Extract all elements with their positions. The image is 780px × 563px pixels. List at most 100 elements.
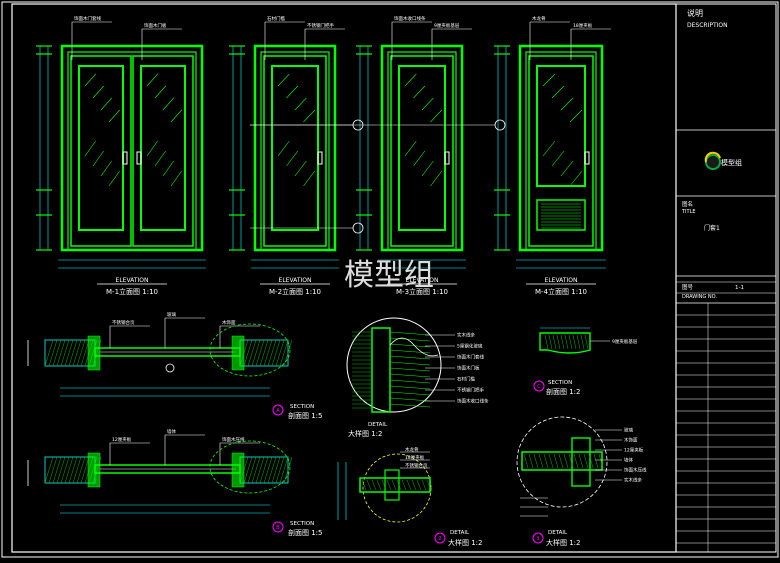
wall-hatch bbox=[60, 456, 70, 484]
glass-hatch bbox=[303, 170, 316, 187]
glass-hatch bbox=[277, 73, 290, 87]
detail-hatch bbox=[371, 479, 377, 491]
glass-panel bbox=[398, 65, 446, 231]
detail-hatch bbox=[523, 453, 529, 469]
annotation-label: 石材门槛 bbox=[267, 15, 285, 22]
wall-hatch bbox=[251, 456, 261, 484]
annotation-label: 12厘夹板 bbox=[624, 447, 644, 454]
glass-hatch bbox=[303, 109, 316, 123]
glass-hatch bbox=[404, 140, 417, 157]
wall-hatch bbox=[271, 456, 281, 484]
annotation-leader bbox=[219, 325, 260, 348]
annotation-label: 木饰面 bbox=[222, 319, 236, 326]
detail-caption: 大样图 1:2 bbox=[348, 429, 383, 438]
glass-panel bbox=[536, 65, 586, 187]
annotation-leader bbox=[391, 21, 432, 60]
detail-marker bbox=[434, 532, 446, 544]
wall-hatch bbox=[56, 339, 66, 367]
door-casing-outer bbox=[518, 44, 604, 252]
profile-hatch bbox=[572, 334, 577, 350]
wall-hatch bbox=[279, 339, 289, 367]
wall-hatch bbox=[271, 339, 281, 367]
detail-hatch bbox=[583, 453, 589, 469]
section-caption: 剖面图 1:2 bbox=[546, 387, 581, 396]
wall-hatch bbox=[275, 456, 285, 484]
section-tag: SECTION bbox=[290, 404, 314, 410]
wall-hatch bbox=[76, 456, 86, 484]
wall-hatch bbox=[263, 456, 273, 484]
detail-hatch bbox=[389, 367, 431, 372]
detail-hatch bbox=[389, 373, 431, 378]
detail-tag: DETAIL bbox=[548, 530, 568, 536]
section-marker bbox=[272, 521, 284, 533]
detail-hatch bbox=[573, 453, 579, 469]
wall-hatch bbox=[275, 339, 285, 367]
glass-hatch bbox=[170, 109, 182, 123]
glass-hatch bbox=[421, 160, 434, 177]
detail-frame bbox=[571, 437, 591, 487]
detail-hatch bbox=[411, 479, 417, 491]
annotation-label: 饰面木压线 bbox=[222, 436, 245, 443]
section-letter: B bbox=[276, 525, 280, 531]
detail-hatch bbox=[386, 479, 392, 491]
wall-hatch bbox=[247, 339, 257, 367]
section-caption: 剖面图 1:5 bbox=[288, 528, 323, 537]
annotation-label: 墙体 bbox=[624, 457, 633, 464]
glass-hatch bbox=[162, 97, 174, 111]
glass-hatch bbox=[146, 140, 158, 157]
detail-hatch bbox=[376, 479, 382, 491]
drawing-no-label: 图号 bbox=[682, 283, 694, 291]
glass-hatch bbox=[92, 85, 104, 99]
detail-hatch bbox=[389, 349, 431, 354]
detail-hatch bbox=[389, 391, 431, 396]
section-tag: SECTION bbox=[548, 380, 572, 386]
detail-hatch bbox=[391, 479, 397, 491]
door-leaf bbox=[528, 55, 594, 247]
annotation-label: 实木线条 bbox=[457, 332, 475, 339]
annotation-label: 木饰面 bbox=[624, 437, 638, 444]
annotation-label: 玻璃 bbox=[624, 427, 633, 434]
detail-marker bbox=[532, 532, 544, 544]
detail-hatch bbox=[389, 403, 431, 408]
profile-hatch bbox=[576, 334, 581, 350]
door-frame-left bbox=[87, 335, 101, 371]
annotation-label: 玻璃 bbox=[167, 311, 176, 318]
wall-hatch bbox=[255, 339, 265, 367]
annotation-leader bbox=[164, 434, 205, 465]
detail-hatch bbox=[598, 453, 604, 469]
detail-letter: 3 bbox=[536, 536, 539, 542]
detail-circle bbox=[346, 317, 442, 413]
watermark: 模型组 bbox=[344, 258, 434, 293]
wall-hatch bbox=[267, 339, 277, 367]
elevation-caption: M-1立面图 1:10 bbox=[106, 287, 158, 296]
detail-hatch bbox=[406, 479, 412, 491]
door-handle bbox=[444, 151, 450, 165]
detail-hatch bbox=[578, 453, 584, 469]
wall-hatch bbox=[247, 456, 257, 484]
wall-hatch bbox=[263, 339, 273, 367]
section-marker bbox=[272, 404, 284, 416]
wall-hatch bbox=[76, 339, 86, 367]
glass-hatch bbox=[404, 73, 417, 87]
wall-hatch bbox=[64, 456, 74, 484]
annotation-label: 9厘夹板基层 bbox=[434, 22, 460, 29]
detail-hatch bbox=[401, 479, 407, 491]
elevation-tag: ELEVATION bbox=[406, 277, 439, 284]
annotation-label: 饰面木门套线 bbox=[457, 354, 484, 361]
glass-hatch bbox=[84, 73, 96, 87]
glass-hatch bbox=[146, 73, 158, 87]
glass-hatch bbox=[294, 97, 307, 111]
annotation-label: 不锈钢门把手 bbox=[457, 387, 484, 394]
wall-hatch bbox=[60, 339, 70, 367]
annotation-leader bbox=[304, 28, 345, 60]
wall-hatch bbox=[259, 456, 269, 484]
wall-hatch bbox=[255, 456, 265, 484]
wall-hatch bbox=[56, 456, 66, 484]
detail-hatch bbox=[588, 453, 594, 469]
drawing-no-label-en: DRAWING NO. bbox=[682, 294, 717, 300]
